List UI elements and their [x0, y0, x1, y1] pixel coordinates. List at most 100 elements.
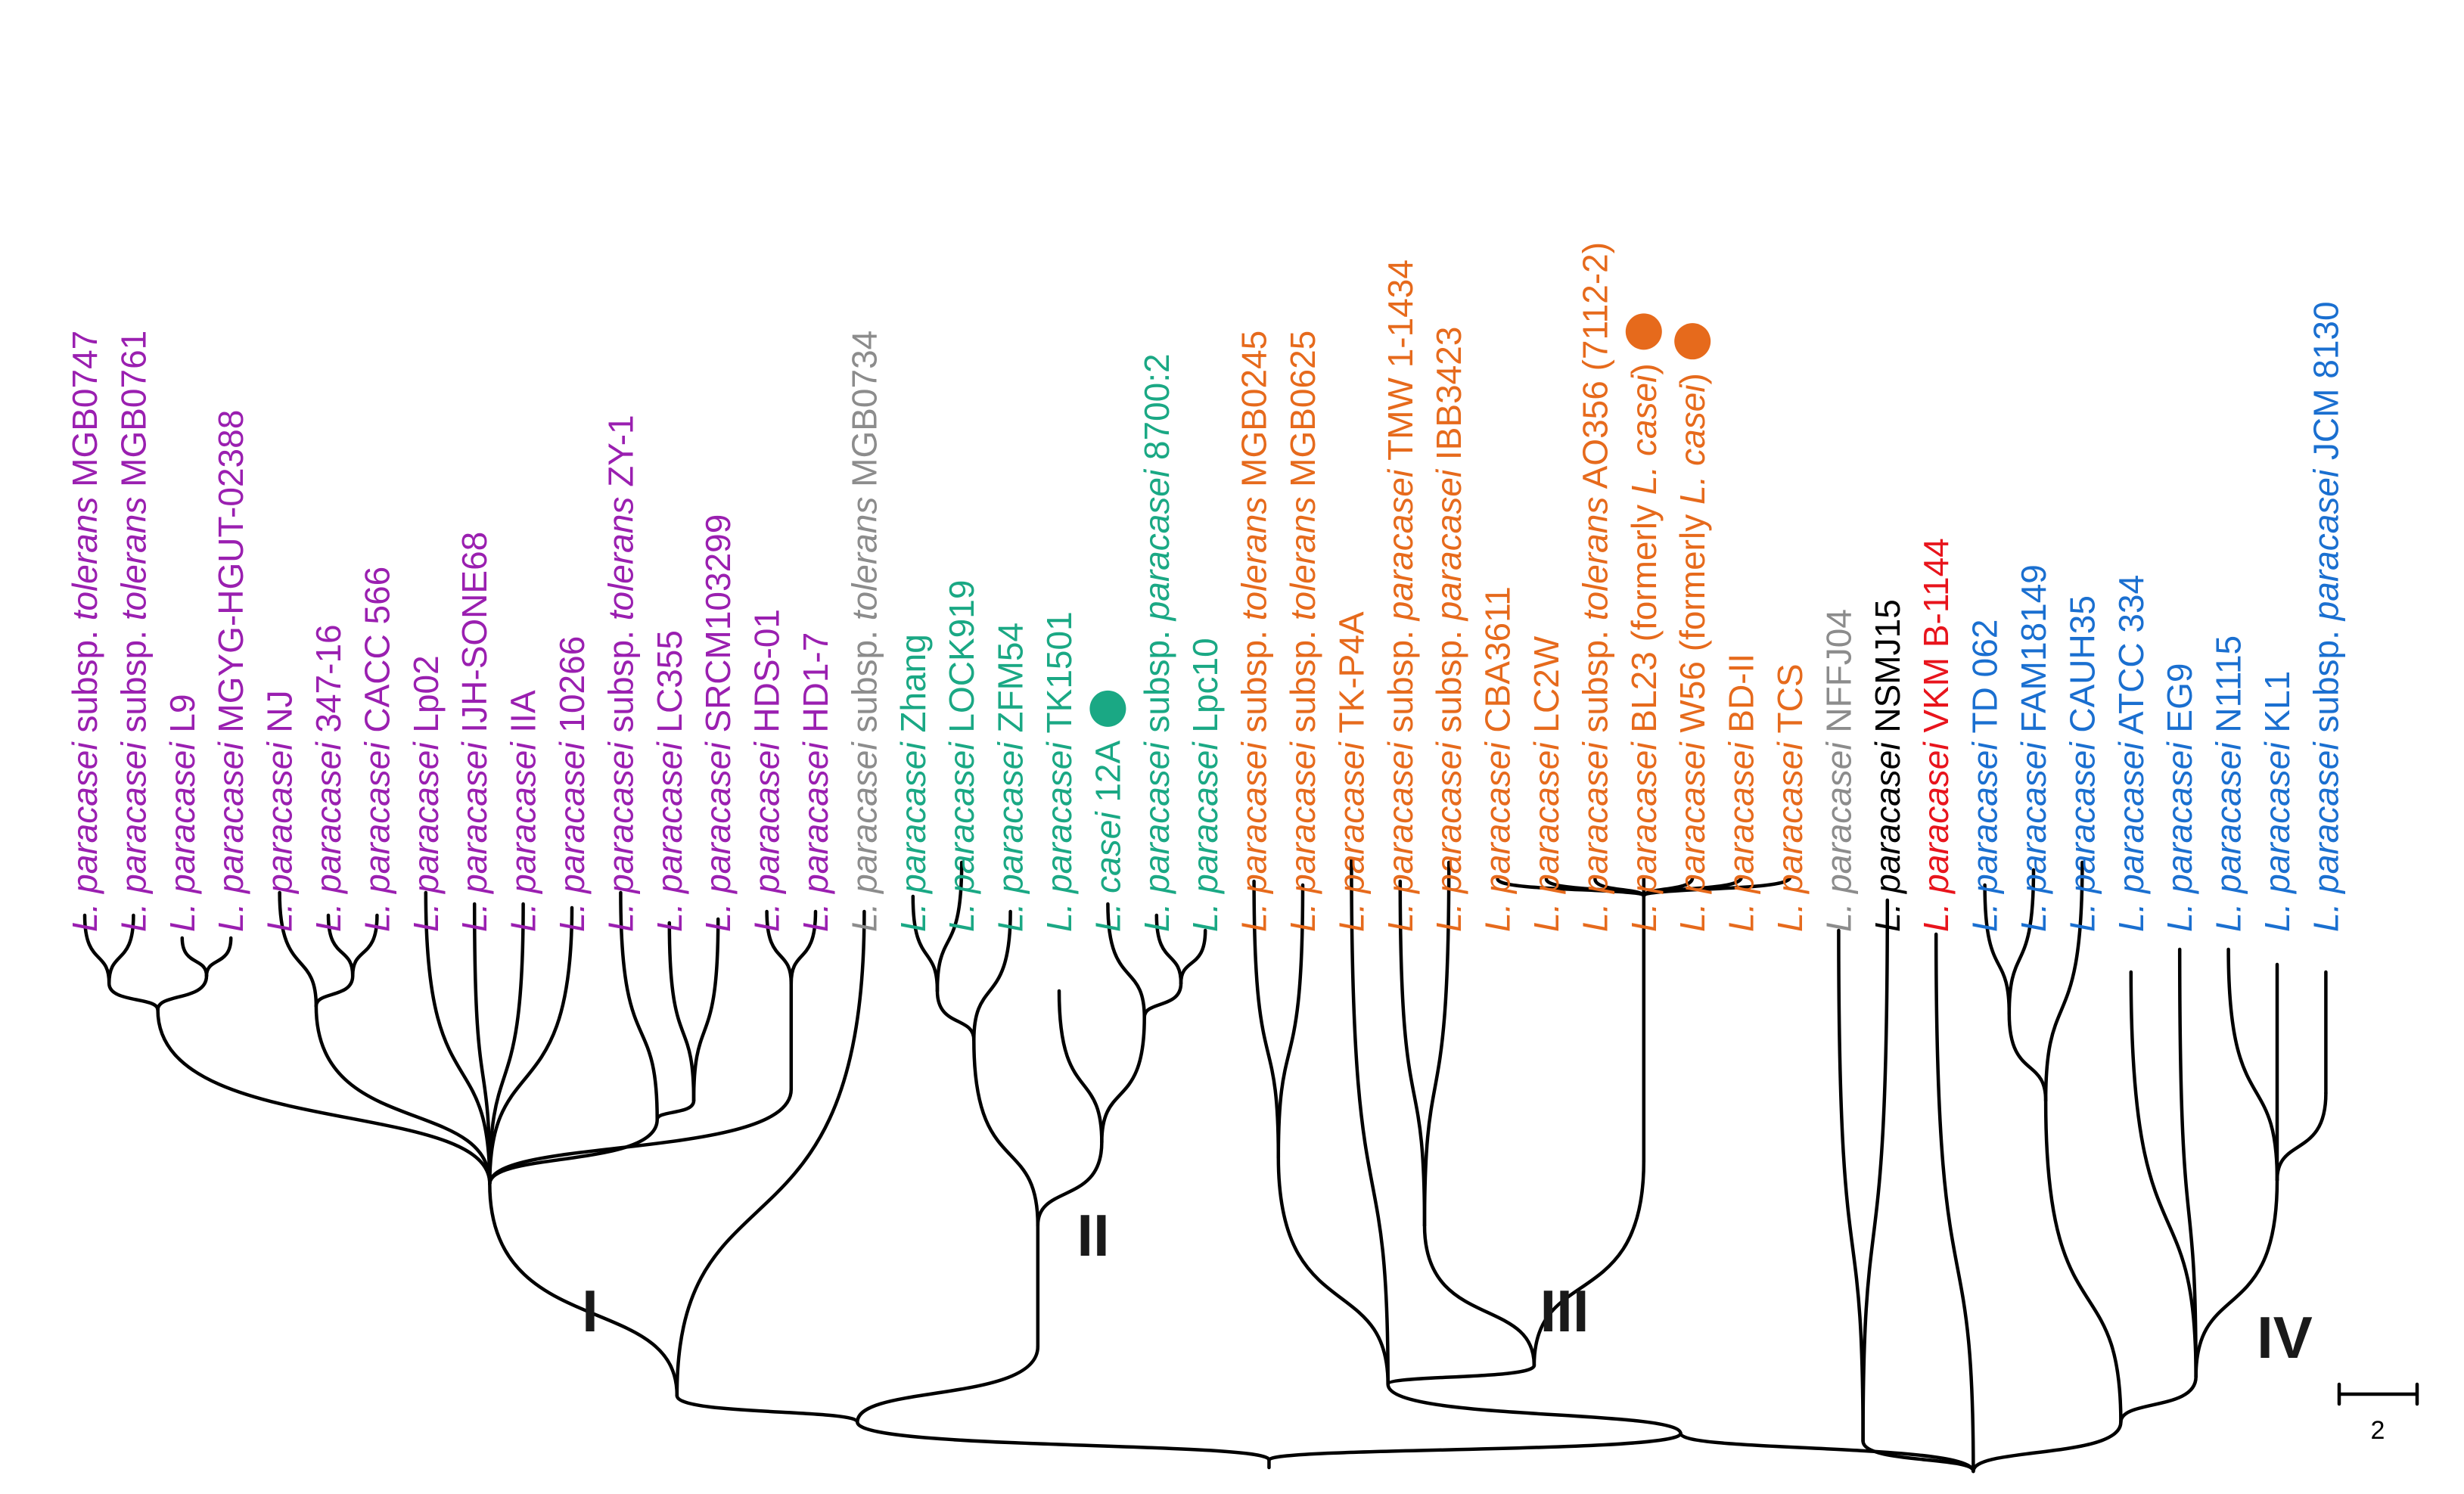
leaf-label-genus: L. [2257, 903, 2297, 932]
tree-branch [1934, 932, 1975, 1474]
leaf-label-tail: ) [1673, 373, 1712, 384]
leaf-label-sep [504, 893, 543, 903]
leaf-label-species: paracasei [1868, 741, 1907, 895]
leaf-label-species: paracasei [455, 741, 494, 895]
leaf-label: L. paracasei VKM B-1144 [1916, 538, 1956, 932]
leaf-label-genus: L. [309, 903, 348, 932]
leaf-label-species: paracasei [601, 741, 640, 895]
tree-branch [1532, 1159, 1646, 1368]
leaf-label: L. paracasei subsp. paracasei IBB3423 [1429, 327, 1468, 932]
leaf-label: L. paracasei NFFJ04 [1819, 609, 1858, 932]
tree-branch [2177, 947, 2198, 1379]
leaf-label-sep [1235, 893, 1274, 903]
leaf-label-strain: MGB0747 [65, 331, 104, 497]
leaf-label-species: paracasei [2111, 741, 2151, 895]
leaf-label-genus: L. [455, 903, 494, 932]
leaf-label: L. paracasei LOCK919 [942, 580, 981, 932]
leaf-label-sep [2014, 893, 2053, 903]
leaf-label-sep [1039, 893, 1079, 903]
leaf-label-species: paracasei [1916, 741, 1956, 895]
leaf-label-strain: Lp02 [406, 655, 446, 742]
leaf-label-sep [1770, 893, 1810, 903]
leaf-label-genus: L. [1137, 903, 1176, 932]
leaf-label-strain: IJH-SONE68 [455, 532, 494, 743]
leaf-label: L. paracasei subsp. tolerans ZY-1 [601, 415, 640, 932]
leaf-label: L. paracasei N1115 [2209, 635, 2248, 932]
leaf-label-strain: IBB3423 [1429, 327, 1468, 470]
tree-branch [488, 1182, 679, 1398]
leaf-label-genus: L. [2111, 903, 2151, 932]
tree-branch [488, 902, 525, 1186]
leaf-label-species: paracasei [260, 741, 300, 895]
tree-branch [1100, 1015, 1146, 1145]
leaf-label-species: casei [1088, 811, 1127, 893]
clade-label-3: III [1540, 1278, 1589, 1344]
leaf-label-strain: 8700:2 [1137, 353, 1176, 469]
leaf-label-sep [2111, 893, 2151, 903]
leaf-label: L. paracasei subsp. tolerans AO356 (7112… [1575, 242, 1614, 932]
leaf-label-genus: L. [552, 903, 592, 932]
leaf-label-sep [1331, 893, 1371, 903]
scale-bar-line [2337, 1382, 2419, 1406]
leaf-label: L. paracasei subsp. tolerans MGB0734 [844, 331, 884, 932]
leaf-label-strain: HD1-7 [796, 632, 835, 743]
leaf-label-genus: L. [2306, 903, 2345, 932]
leaf-label-strain: BL23 (formerly [1624, 495, 1664, 742]
leaf-label: L. paracasei LC2W [1527, 635, 1566, 932]
tree-branch [619, 890, 659, 1122]
leaf-label-strain: TCS [1770, 663, 1810, 742]
leaf-label-species: paracasei [1039, 741, 1079, 895]
leaf-label-strain: TD 062 [1965, 620, 2005, 743]
tree-branch [2275, 1091, 2328, 1182]
leaf-label: L. paracasei subsp. paracasei 8700:2 [1137, 353, 1176, 932]
tree-branch [1057, 989, 1104, 1145]
leaf-label-strain: NJ [260, 690, 300, 742]
tree-branch [856, 1420, 1271, 1462]
tree-branch [667, 921, 696, 1103]
leaf-label-genus: L. [1429, 903, 1468, 932]
leaf-label-genus: L. [113, 903, 153, 932]
tree-branch [488, 1087, 794, 1186]
leaf-label-genus: L. [844, 903, 884, 932]
tree-branch [156, 974, 209, 1012]
tree-branch [765, 909, 794, 986]
leaf-label-sep [1527, 893, 1566, 903]
leaf-label-genus: L. [406, 903, 446, 932]
leaf-label: L. paracasei ZFM54 [991, 623, 1030, 932]
tree-branch [82, 913, 111, 986]
leaf-label-genus: L. [163, 903, 202, 932]
leaf-markers [1089, 313, 1711, 727]
leaf-label-strain: W56 (formerly [1673, 505, 1712, 742]
scale-bar: 2 [2337, 1382, 2419, 1445]
leaf-label-tail_it: L. casei [1624, 374, 1664, 495]
leaf-label-genus: L. [2160, 903, 2199, 932]
leaf-label-genus: L. [796, 903, 835, 932]
leaf-label: L. paracasei Lp02 [406, 655, 446, 932]
leaf-label-genus: L. [1331, 903, 1371, 932]
leaf-label-sep [1819, 893, 1858, 903]
leaf-label-strain: L9 [163, 694, 202, 742]
leaf-label-sep [1624, 893, 1664, 903]
leaf-label-genus: L. [1283, 903, 1322, 932]
leaf-label-sep [1088, 893, 1127, 903]
leaf-label-species: paracasei [1381, 741, 1420, 895]
leaf-label-mid: subsp. [601, 620, 640, 742]
leaf-label: L. paracasei IJH-SONE68 [455, 532, 494, 932]
leaf-label-species: paracasei [1185, 741, 1225, 895]
leaf-label-strain: Zhang [893, 634, 933, 742]
leaf-label-species: paracasei [1770, 741, 1810, 895]
leaf-label: L. paracasei Lpc10 [1185, 638, 1225, 932]
leaf-label-genus: L. [1624, 903, 1664, 932]
leaf-label-strain: FAM18149 [2014, 564, 2053, 742]
leaf-label-sep [1137, 893, 1176, 903]
leaf-label-strain: TK1501 [1039, 611, 1079, 742]
leaf-label-strain: KL1 [2257, 671, 2297, 743]
leaf-label: L. paracasei HDS-01 [747, 609, 787, 932]
tree-branch [1679, 1431, 1975, 1474]
tree-branch [1642, 875, 1792, 899]
leaf-label-strain: 12A [1088, 741, 1127, 812]
leaf-label-species: paracasei [893, 741, 933, 895]
leaf-label-mid: subsp. [1381, 620, 1420, 742]
tree-branch [2007, 1011, 2048, 1103]
leaf-label-subsp: tolerans [65, 497, 104, 621]
